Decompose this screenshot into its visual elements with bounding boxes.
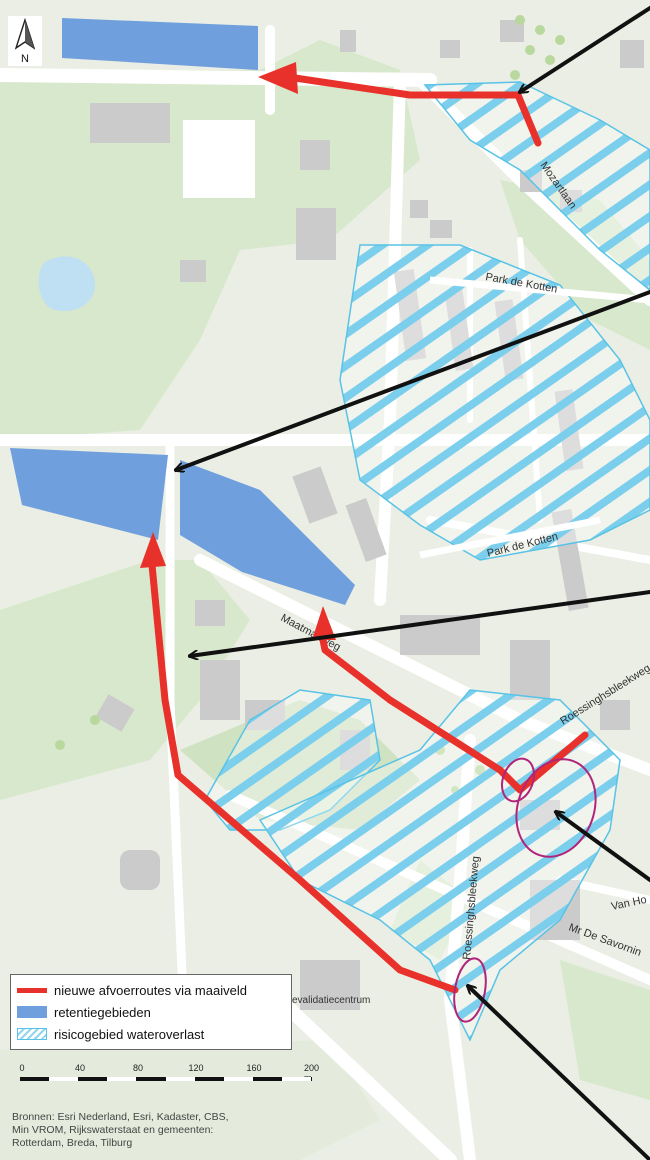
retention-area-west xyxy=(10,448,168,540)
scale-tick-40: 40 xyxy=(74,1063,86,1073)
credits-line-1: Bronnen: Esri Nederland, Esri, Kadaster,… xyxy=(12,1111,229,1123)
route-arrowheads xyxy=(140,62,336,640)
white-building xyxy=(183,120,255,198)
north-arrow-icon: N xyxy=(8,16,42,66)
pond xyxy=(38,256,95,312)
legend-item-risk: risicogebied wateroverlast xyxy=(17,1023,285,1045)
annotation-arrow-4 xyxy=(556,812,650,882)
highlight-circle-bottom xyxy=(453,957,487,1023)
highlight-circles xyxy=(453,757,597,1023)
route-line-swatch xyxy=(17,987,47,993)
inner-streets xyxy=(419,276,650,559)
annotation-arrow-1 xyxy=(520,6,650,92)
legend-label-risk: risicogebied wateroverlast xyxy=(54,1026,205,1042)
map-credits: Bronnen: Esri Nederland, Esri, Kadaster,… xyxy=(12,1111,312,1150)
route-central-arrowhead xyxy=(312,606,336,640)
retention-area-north xyxy=(62,18,258,70)
legend-item-routes: nieuwe afvoerroutes via maaiveld xyxy=(17,979,285,1001)
credits-line-3: Rotterdam, Breda, Tilburg xyxy=(12,1137,133,1149)
retention-areas xyxy=(10,18,355,605)
north-arrow: N xyxy=(8,16,42,66)
route-west-arrowhead xyxy=(140,532,166,568)
retention-area-central xyxy=(180,460,355,605)
scale-bar: 0 40 80 120 160 200 m xyxy=(18,1063,328,1103)
annotation-arrow-2 xyxy=(176,290,650,470)
route-north xyxy=(291,74,542,147)
scale-tick-0: 0 xyxy=(19,1063,25,1073)
drainage-routes xyxy=(148,74,589,994)
map-legend: nieuwe afvoerroutes via maaiveld retenti… xyxy=(10,974,292,1050)
legend-label-routes: nieuwe afvoerroutes via maaiveld xyxy=(54,982,247,998)
highlight-circle-small xyxy=(501,757,535,803)
risk-area-mozartlaan xyxy=(423,81,650,291)
risk-area-park-de-kotten xyxy=(339,244,650,561)
route-central xyxy=(319,636,589,794)
legend-label-retention: retentiegebieden xyxy=(54,1004,151,1020)
scale-tick-160: 160 xyxy=(246,1063,262,1073)
scale-tick-80: 80 xyxy=(132,1063,144,1073)
credits-line-2: Min VROM, Rijkswaterstaat en gemeenten: xyxy=(12,1124,214,1136)
legend-item-retention: retentiegebieden xyxy=(17,1001,285,1023)
green-areas xyxy=(0,40,650,1160)
highlight-circle-large xyxy=(515,758,597,858)
north-letter: N xyxy=(21,53,29,65)
street-label-revalidatiecentrum: evalidatiecentrum xyxy=(292,995,370,1006)
annotation-arrow-3 xyxy=(190,590,650,656)
route-north-arrowhead xyxy=(258,62,298,94)
hatched-risk-swatch xyxy=(17,1028,47,1040)
annotation-arrow-5 xyxy=(468,986,650,1160)
annotation-arrows xyxy=(176,6,650,1160)
retention-area-swatch xyxy=(17,1006,47,1018)
scale-line xyxy=(20,1077,312,1081)
scale-tick-120: 120 xyxy=(188,1063,204,1073)
route-west xyxy=(148,561,459,994)
